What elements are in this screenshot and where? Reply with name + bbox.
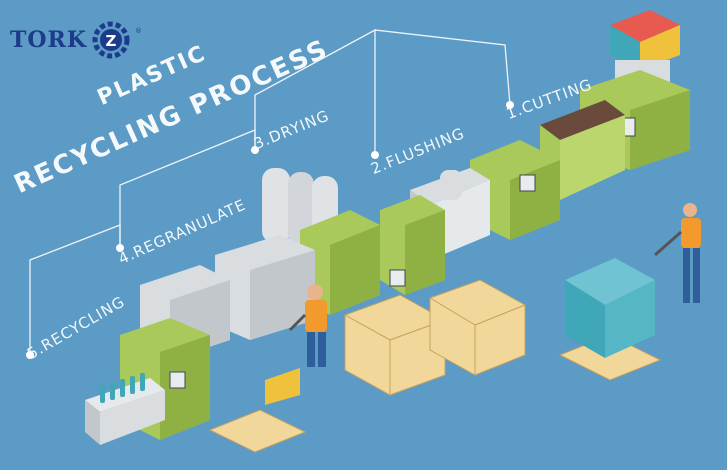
connector-cutting — [374, 29, 511, 106]
flushing-machine — [380, 140, 560, 295]
step-connectors — [29, 28, 511, 355]
tork-logo: TORK Z ® — [10, 20, 142, 60]
connector-dots — [26, 101, 514, 359]
dot-flushing — [371, 151, 379, 159]
dot-recycling — [26, 351, 34, 359]
brand-mark: Z — [106, 32, 117, 50]
dot-regranulate — [116, 244, 124, 252]
cutting-machine — [540, 70, 690, 200]
worker-right — [654, 203, 701, 303]
brand-name: TORK — [10, 27, 87, 53]
dot-drying — [251, 146, 259, 154]
recycling-machine — [85, 318, 210, 445]
bottle-stack — [565, 258, 655, 358]
gear-logo-icon: Z — [92, 21, 130, 59]
registered-mark: ® — [134, 27, 142, 35]
dot-cutting — [506, 101, 514, 109]
worker-left — [265, 284, 327, 405]
connector-flushing — [254, 28, 376, 155]
regranulate-machine — [140, 235, 315, 360]
